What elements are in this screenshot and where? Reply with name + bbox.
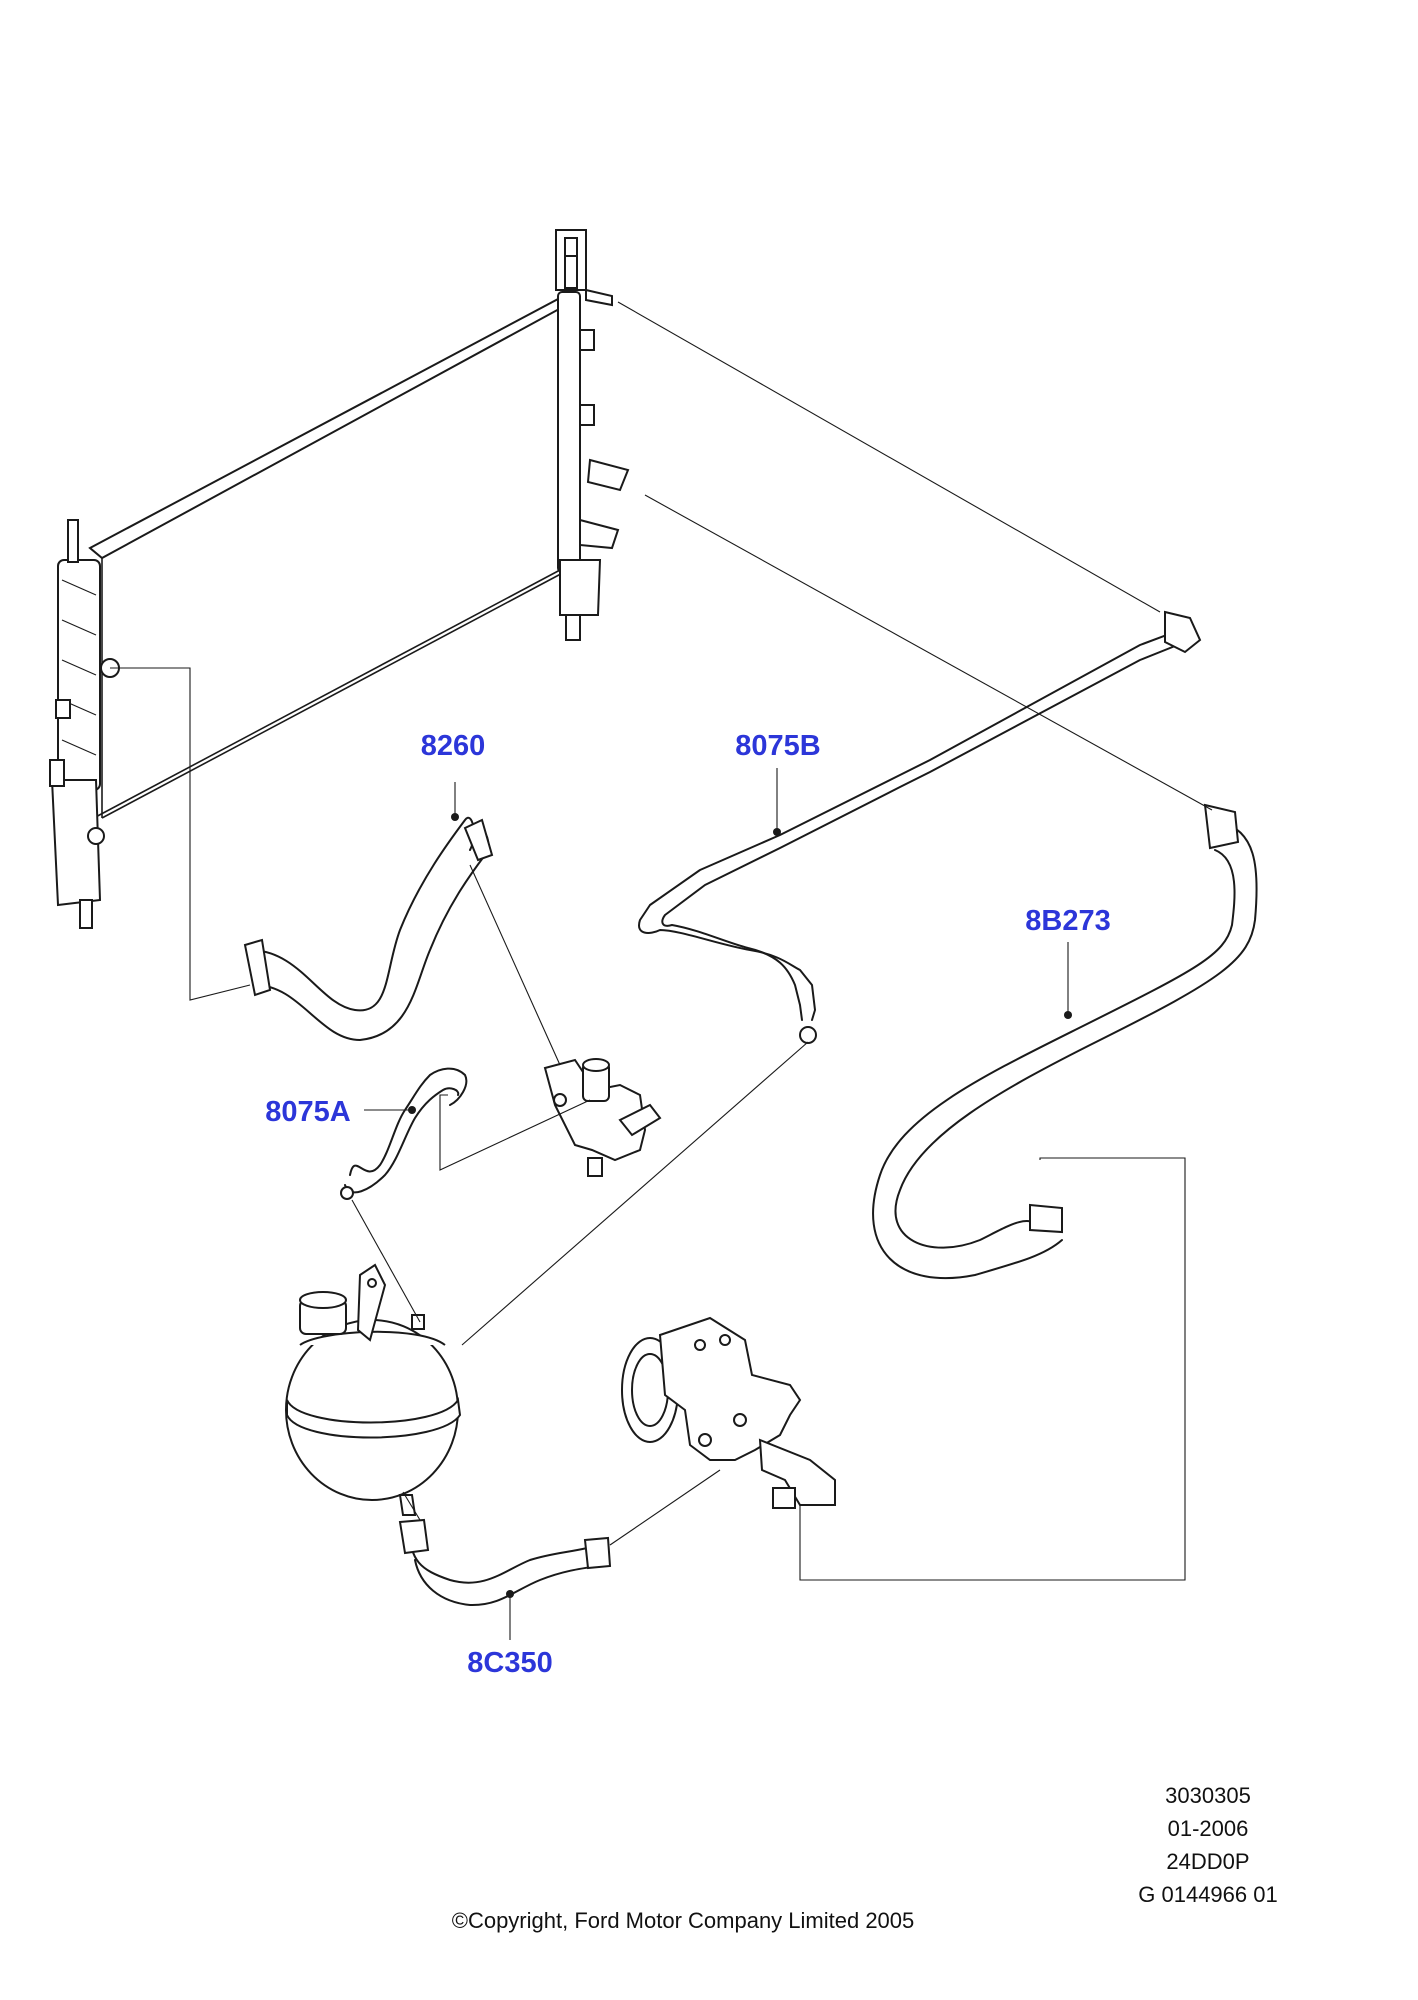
info-line-2: 01-2006 [1168, 1816, 1249, 1841]
part-label-8260[interactable]: 8260 [421, 730, 486, 762]
hose-8B273 [872, 803, 1258, 1280]
hose-8260 [243, 816, 494, 1041]
part-label-8075B[interactable]: 8075B [735, 730, 820, 762]
copyright-text: ©Copyright, Ford Motor Company Limited 2… [452, 1908, 915, 1933]
radiator [49, 229, 630, 929]
info-line-4: G 0144966 01 [1138, 1882, 1277, 1907]
info-line-1: 3030305 [1165, 1783, 1251, 1808]
hose-8075B [638, 610, 1202, 1044]
part-label-8C350[interactable]: 8C350 [467, 1647, 552, 1679]
water-pump [621, 1316, 836, 1509]
connection-lines [110, 301, 1213, 1640]
info-line-3: 24DD0P [1166, 1849, 1249, 1874]
part-label-8075A[interactable]: 8075A [265, 1096, 351, 1128]
hose-8075A [340, 1067, 468, 1200]
thermostat-housing [543, 1058, 662, 1177]
part-label-8B273[interactable]: 8B273 [1025, 905, 1110, 937]
expansion-tank [285, 1263, 462, 1516]
hose-8C350 [398, 1518, 612, 1607]
